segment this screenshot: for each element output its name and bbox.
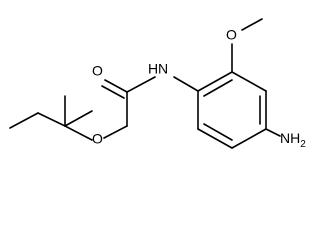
bond-ring-inner-3 (203, 123, 233, 141)
bond-ring-inner-1 (203, 79, 233, 97)
bond-methoxy-ch3 (241, 18, 263, 31)
bond-ring-amine (265, 128, 281, 137)
bond-quaternary-ether-o (64, 125, 93, 141)
bond-ether-o-ch2 (103, 125, 128, 139)
bond-ring-1 (197, 71, 233, 92)
ether-oxygen-label: O (92, 131, 103, 147)
amine-subscript-text: 2 (300, 139, 306, 150)
bond-carbonyl-double-b (101, 85, 125, 99)
amide-oxygen-label: O (92, 63, 103, 79)
amide-nitrogen-label: N (158, 61, 168, 77)
bond-ethyl-terminal (9, 112, 39, 129)
bond-carbonyl-n (126, 76, 156, 93)
methoxy-oxygen-label: O (226, 27, 237, 43)
bond-ethyl-ch2 (37, 112, 66, 127)
bond-n-ring (173, 76, 199, 92)
amine-nh-text: NH (280, 130, 300, 146)
amide-hydrogen-label: H (148, 61, 158, 77)
chemical-structure: O N H O O NH2 (9, 18, 306, 150)
amine-nitrogen-label: NH2 (280, 130, 306, 150)
bond-ring-4 (231, 128, 267, 149)
bond-quaternary-methyl-a (64, 110, 93, 127)
bond-ring-2 (231, 71, 267, 92)
bond-ring-5 (197, 128, 233, 149)
bond-carbonyl-double-a (104, 79, 128, 93)
